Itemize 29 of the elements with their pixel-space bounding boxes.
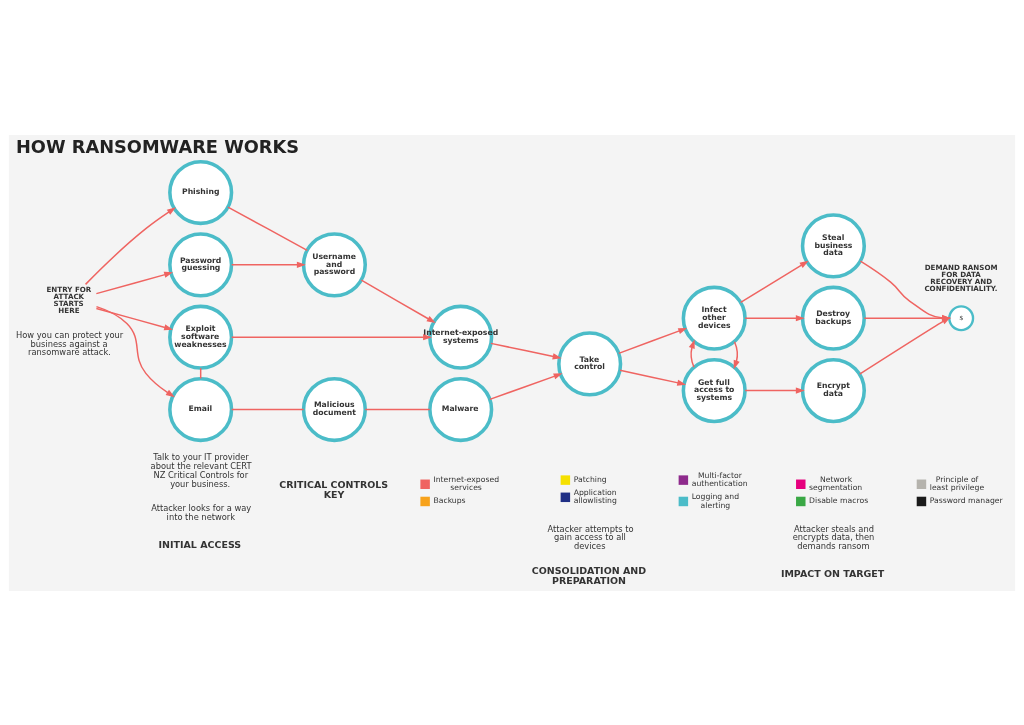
arrow bbox=[84, 206, 176, 285]
label: INITIAL ACCESS bbox=[158, 538, 242, 550]
arrow bbox=[744, 386, 805, 394]
arrow bbox=[95, 305, 175, 397]
label: CRITICAL CONTROLS KEY bbox=[279, 478, 389, 500]
arrow bbox=[733, 340, 740, 369]
label: How you can protect your business against a ransomware attack. bbox=[15, 329, 124, 357]
arrow bbox=[489, 372, 563, 400]
diagram-title: HOW RANSOMWARE WORKS bbox=[15, 135, 300, 157]
arrow bbox=[360, 278, 436, 323]
connector bbox=[227, 205, 308, 251]
label: Talk to your IT provider about the relevant CERT NZ Critical Controls for your business. bbox=[150, 451, 252, 489]
arrow bbox=[231, 333, 433, 340]
arrow bbox=[619, 369, 687, 386]
connector bbox=[364, 408, 431, 410]
arrow bbox=[618, 327, 688, 354]
label: Attacker steals and encrypts data, then demands ransom bbox=[792, 523, 875, 551]
label: IMPACT ON TARGET bbox=[780, 567, 885, 579]
arrow bbox=[95, 307, 174, 330]
arrow bbox=[688, 339, 695, 368]
arrow bbox=[95, 271, 174, 294]
label: Attacker attempts to gain access to all devices bbox=[547, 523, 634, 551]
label: Attacker looks for a way into the network bbox=[151, 502, 252, 522]
arrow bbox=[490, 342, 562, 359]
arrow bbox=[744, 314, 805, 321]
label: CONSOLIDATION AND PREPARATION bbox=[531, 564, 647, 586]
arrow bbox=[739, 260, 809, 303]
connector bbox=[230, 408, 305, 410]
arrow bbox=[230, 261, 306, 268]
